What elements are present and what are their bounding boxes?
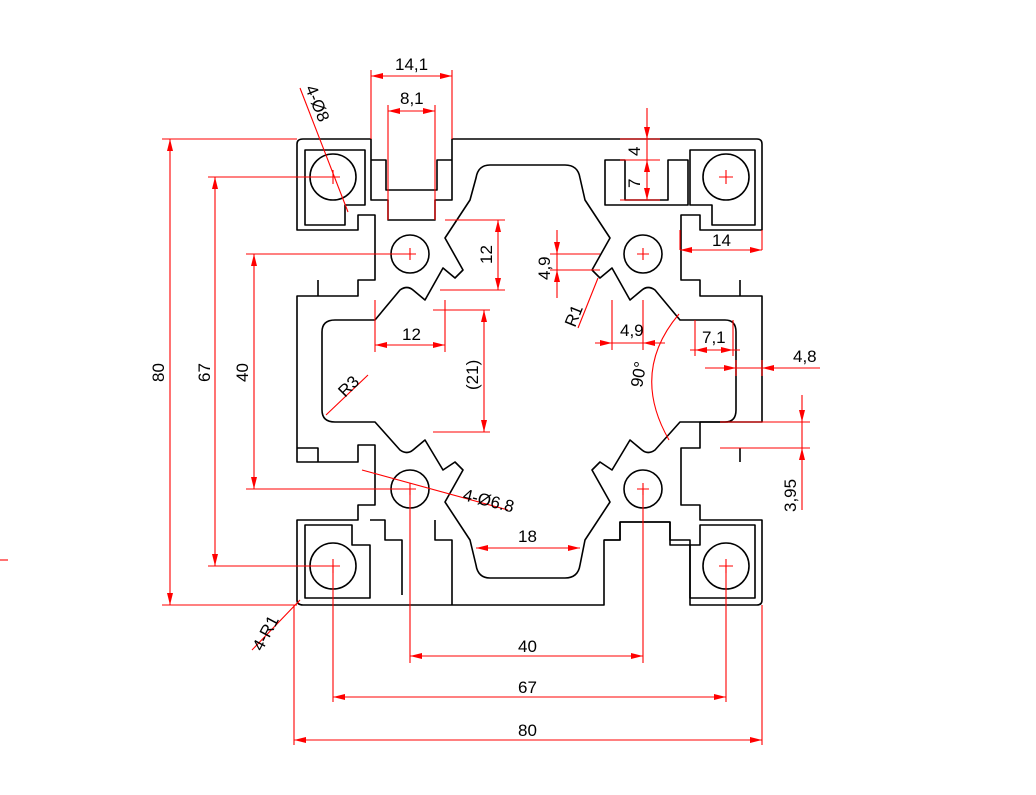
dim-80-bottom: 80 [518, 721, 537, 740]
dim-90-degree: 90° [627, 360, 650, 389]
dim-4-9-vertical: 4,9 [535, 256, 554, 280]
dimension-lines [0, 70, 820, 745]
dim-14-1: 14,1 [395, 55, 428, 74]
dim-r1-corner: 4-R1 [249, 612, 283, 653]
dimension-arrowheads [167, 73, 805, 743]
dim-21: (21) [463, 360, 482, 390]
dim-67-bottom: 67 [518, 678, 537, 697]
dim-r1: R1 [561, 302, 587, 329]
dim-40-bottom: 40 [518, 637, 537, 656]
dim-4-9-horizontal: 4,9 [620, 321, 644, 340]
dim-4: 4 [625, 147, 644, 156]
dim-14: 14 [712, 231, 731, 250]
dim-7: 7 [625, 179, 644, 188]
hole-center-marks [326, 170, 733, 573]
dim-40-left: 40 [233, 363, 252, 382]
dim-67-left: 67 [195, 363, 214, 382]
dim-hole-6-8: 4-Ø6.8 [461, 485, 516, 516]
dim-4-8: 4,8 [793, 347, 817, 366]
dim-8-1: 8,1 [400, 89, 424, 108]
dim-7-1: 7,1 [702, 328, 726, 347]
dimension-labels: 14,1 8,1 4-Ø8 4 7 14 12 4,9 R1 4,9 7,1 4… [149, 55, 817, 740]
dim-12-vertical: 12 [477, 245, 496, 264]
dim-80-left: 80 [149, 363, 168, 382]
dim-12-horizontal: 12 [402, 325, 421, 344]
profile-outline [296, 138, 763, 606]
dim-r3: R3 [334, 372, 363, 401]
dim-18: 18 [518, 527, 537, 546]
dim-3-95: 3,95 [781, 479, 800, 512]
